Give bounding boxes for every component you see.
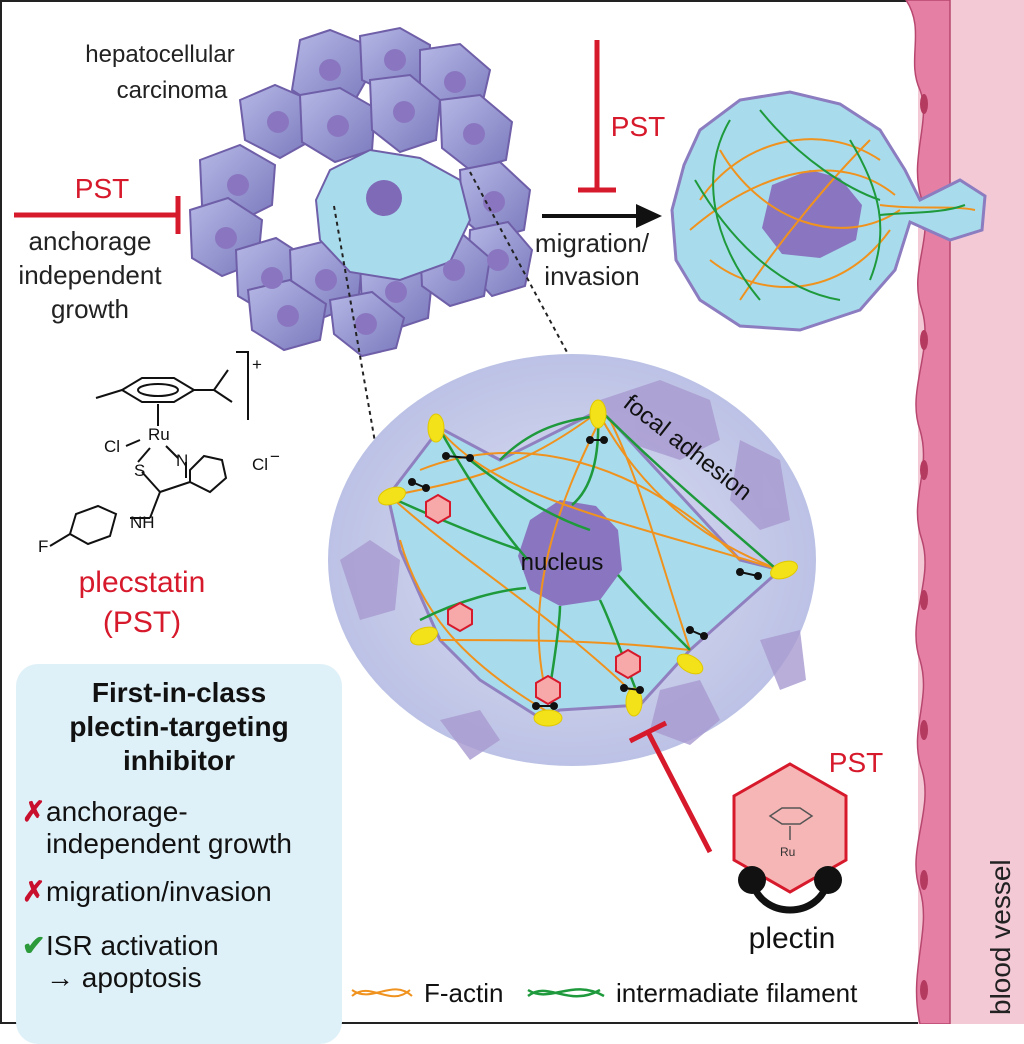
pst-left-label: PST bbox=[75, 173, 129, 204]
summary-title: First-in-class plectin-targeting inhibit… bbox=[16, 676, 342, 778]
atom-nh: NH bbox=[130, 513, 155, 532]
atom-s: S bbox=[134, 461, 145, 480]
anchorage-label-line2: independent bbox=[18, 260, 162, 290]
summary-title-line3: inhibitor bbox=[123, 745, 235, 776]
blood-vessel-label: blood vessel bbox=[985, 859, 1016, 1015]
counter-ion-cl: Cl bbox=[252, 455, 268, 474]
pst-top-label: PST bbox=[611, 111, 665, 142]
summary-item-growth: ✗anchorage- independent growth bbox=[22, 796, 292, 860]
legend-intermediate: intermadiate filament bbox=[616, 978, 858, 1008]
nucleus-label: nucleus bbox=[521, 549, 604, 576]
summary-item-isr-line1: ISR activation bbox=[46, 930, 219, 961]
blood-vessel: blood vessel bbox=[905, 0, 1024, 1024]
summary-box: First-in-class plectin-targeting inhibit… bbox=[16, 664, 342, 1044]
pst-hexagon-complex: Ru bbox=[732, 762, 848, 894]
plectin-icon bbox=[738, 866, 842, 914]
plecstatin-structure bbox=[49, 351, 249, 547]
atom-ru: Ru bbox=[148, 425, 170, 444]
summary-item-growth-line2: independent growth bbox=[46, 828, 292, 859]
atom-f: F bbox=[38, 537, 48, 556]
compound-name: plecstatin bbox=[79, 566, 206, 599]
plectin-label: plectin bbox=[749, 922, 836, 955]
cross-icon: ✗ bbox=[22, 796, 46, 827]
pst-hexagon-ru: Ru bbox=[780, 845, 795, 859]
cross-icon: ✗ bbox=[22, 876, 46, 907]
legend: F-actin intermadiate filament bbox=[351, 978, 858, 1008]
complex-charge: + bbox=[252, 355, 262, 374]
legend-factin: F-actin bbox=[424, 978, 503, 1008]
zoomed-cell: nucleus focal adhesion bbox=[328, 354, 816, 766]
atom-cl: Cl bbox=[104, 437, 120, 456]
summary-item-migration: ✗migration/invasion bbox=[22, 876, 272, 908]
migration-label-line2: invasion bbox=[544, 261, 639, 291]
summary-title-line2: plectin-targeting bbox=[69, 711, 289, 742]
summary-item-isr-line2: → apoptosis bbox=[46, 962, 202, 993]
summary-item-growth-line1: anchorage- bbox=[46, 796, 188, 827]
anchorage-label-line1: anchorage bbox=[29, 226, 152, 256]
hcc-label-line1: hepatocellular bbox=[85, 41, 234, 68]
compound-abbrev: (PST) bbox=[103, 606, 181, 639]
tumor-nuclei bbox=[215, 49, 509, 335]
hcc-label-line2: carcinoma bbox=[117, 77, 228, 104]
check-icon: ✔ bbox=[22, 930, 46, 961]
summary-item-isr: ✔ISR activation → apoptosis bbox=[22, 930, 219, 994]
pst-bottom-label: PST bbox=[829, 747, 883, 778]
plecstatin-atoms: Ru Cl S N NH F Cl − + bbox=[38, 355, 280, 556]
atom-n: N bbox=[176, 451, 188, 470]
migration-label-line1: migration/ bbox=[535, 228, 650, 258]
pst-inhibit-migration bbox=[578, 40, 616, 193]
summary-item-migration-line1: migration/invasion bbox=[46, 876, 272, 907]
pst-inhibit-plectin bbox=[628, 720, 713, 854]
summary-title-line1: First-in-class bbox=[91, 677, 267, 708]
migration-arrow bbox=[542, 204, 662, 228]
migrating-cell bbox=[670, 90, 987, 332]
counter-ion-charge: − bbox=[270, 447, 280, 466]
anchorage-label-line3: growth bbox=[51, 294, 129, 324]
pst-inhibit-growth bbox=[14, 196, 181, 234]
